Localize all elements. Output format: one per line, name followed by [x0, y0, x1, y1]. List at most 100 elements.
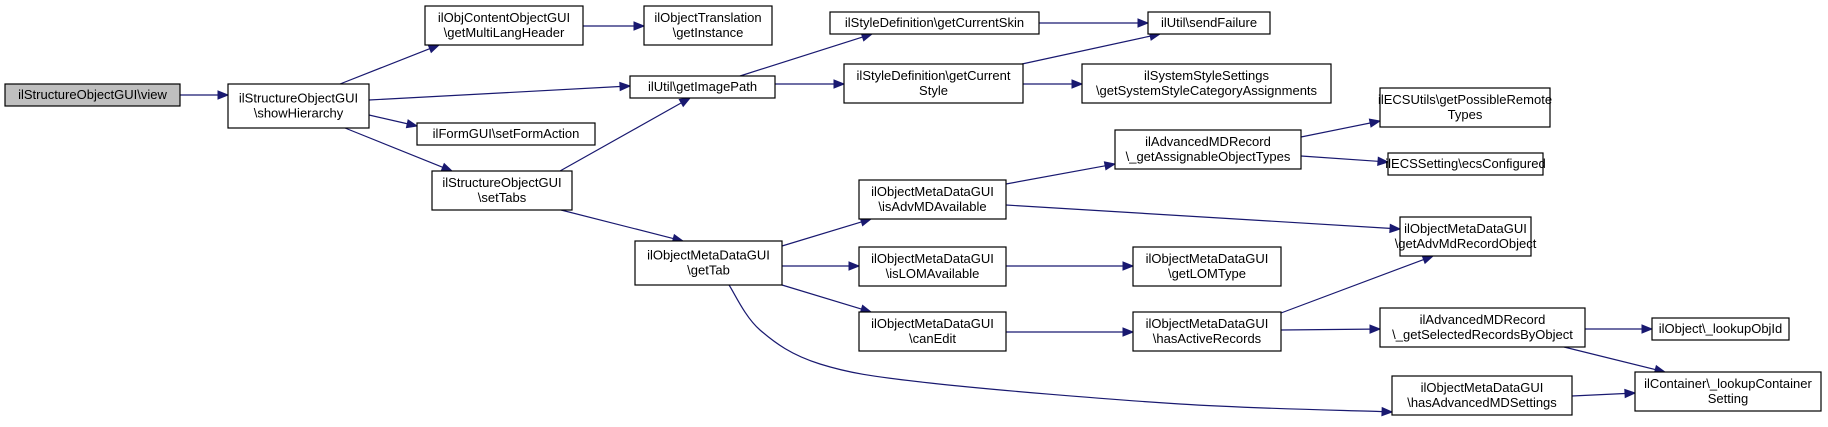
- edge-n24-to-n23: [1571, 388, 1637, 399]
- node-n22[interactable]: ilObject\_lookupObjId: [1651, 317, 1790, 341]
- node-label: \getSystemStyleCategoryAssignments: [1096, 83, 1318, 98]
- node-label: ilStructureObjectGUI: [442, 175, 561, 190]
- node-label: ilContainer\_lookupContainer: [1644, 376, 1812, 391]
- edge-n11-to-n12: [781, 217, 873, 247]
- edge-line: [781, 221, 862, 247]
- arrowhead-icon: [1103, 161, 1117, 171]
- node-box: [1132, 246, 1282, 287]
- edge-n7-to-n6: [1021, 31, 1162, 65]
- node-box: [1081, 63, 1332, 104]
- node-label: ilAdvancedMDRecord: [1420, 312, 1546, 327]
- node-label: ilObjectTranslation: [654, 10, 761, 25]
- arrowhead-icon: [440, 162, 454, 172]
- edge-line: [1005, 165, 1106, 185]
- node-box: [1391, 375, 1573, 416]
- node-label: ilObjectMetaDataGUI: [647, 248, 770, 263]
- edge-n21-to-n22: [1585, 324, 1654, 334]
- node-box: [1379, 307, 1586, 348]
- arrowhead-icon: [619, 81, 632, 92]
- node-label: \setTabs: [478, 190, 527, 205]
- arrowhead-icon: [1389, 223, 1402, 234]
- arrowhead-icon: [848, 261, 861, 271]
- node-box: [858, 311, 1007, 352]
- edge-n1-to-n9: [368, 114, 419, 129]
- node-n3[interactable]: ilObjectTranslation\getInstance: [643, 5, 773, 46]
- node-label: ilStyleDefinition\getCurrentSkin: [845, 15, 1024, 30]
- edge-n1-to-n4: [368, 81, 632, 101]
- edge-n1-to-n10: [344, 127, 454, 172]
- arrowhead-icon: [1368, 118, 1382, 128]
- edge-line: [344, 127, 443, 168]
- node-label: \isLOMAvailable: [886, 266, 980, 281]
- node-label: ilECSUtils\getPossibleRemote: [1378, 92, 1552, 107]
- edge-line: [1280, 258, 1424, 314]
- arrowhead-icon: [1137, 18, 1150, 28]
- edge-n10-to-n11: [560, 209, 685, 243]
- arrowhead-icon: [1381, 406, 1394, 417]
- edge-line: [1280, 328, 1371, 331]
- node-label: ilObjContentObjectGUI: [438, 10, 570, 25]
- edge-line: [368, 85, 621, 101]
- node-box: [858, 179, 1007, 220]
- node-box: [1132, 311, 1282, 352]
- node-n9[interactable]: ilFormGUI\setFormAction: [416, 122, 596, 146]
- node-label: ilObjectMetaDataGUI: [1404, 221, 1527, 236]
- node-label: Setting: [1708, 391, 1748, 406]
- edge-n21-to-n23: [1563, 346, 1667, 375]
- node-n10[interactable]: ilStructureObjectGUI\setTabs: [431, 170, 573, 211]
- node-n13[interactable]: ilAdvancedMDRecord\_getAssignableObjectT…: [1114, 129, 1302, 170]
- node-n6[interactable]: ilUtil\sendFailure: [1147, 11, 1271, 35]
- edge-line: [739, 36, 863, 77]
- node-n20[interactable]: ilObjectMetaDataGUI\hasActiveRecords: [1132, 311, 1282, 352]
- node-label: \showHierarchy: [254, 106, 344, 121]
- edge-n5-to-n6: [1039, 18, 1150, 28]
- node-n11[interactable]: ilObjectMetaDataGUI\getTab: [634, 240, 783, 286]
- node-label: ilObjectMetaDataGUI: [871, 251, 994, 266]
- edge-line: [368, 114, 408, 125]
- node-n17[interactable]: ilObjectMetaDataGUI\isLOMAvailable: [858, 246, 1007, 287]
- node-n4[interactable]: ilUtil\getImagePath: [629, 75, 776, 99]
- edge-line: [1563, 346, 1656, 371]
- node-box: [629, 75, 776, 99]
- node-n18[interactable]: ilObjectMetaDataGUI\getLOMType: [1132, 246, 1282, 287]
- node-n12[interactable]: ilObjectMetaDataGUI\isAdvMDAvailable: [858, 179, 1007, 220]
- node-n21[interactable]: ilAdvancedMDRecord\_getSelectedRecordsBy…: [1379, 307, 1586, 348]
- node-n0[interactable]: ilStructureObjectGUI\view: [4, 83, 181, 107]
- edge-line: [1300, 155, 1379, 162]
- edge-line: [559, 102, 682, 172]
- edge-n20-to-n21: [1280, 324, 1382, 334]
- node-box: [227, 83, 370, 129]
- arrowhead-icon: [1122, 261, 1135, 271]
- edge-line: [339, 48, 430, 85]
- node-n19[interactable]: ilObjectMetaDataGUI\canEdit: [858, 311, 1007, 352]
- arrowhead-icon: [1377, 156, 1390, 167]
- node-label: ilObject\_lookupObjId: [1659, 321, 1783, 336]
- node-label: ilFormGUI\setFormAction: [433, 126, 580, 141]
- edge-n7-to-n8: [1023, 79, 1084, 89]
- arrowhead-icon: [633, 21, 646, 31]
- node-n16[interactable]: ilObjectMetaDataGUI\getAdvMdRecordObject: [1395, 216, 1537, 257]
- node-box: [829, 11, 1040, 35]
- edge-n12-to-n16: [1005, 204, 1402, 234]
- node-label: \canEdit: [909, 331, 956, 346]
- node-label: \getMultiLangHeader: [444, 25, 565, 40]
- node-box: [643, 5, 773, 46]
- arrowhead-icon: [405, 119, 419, 129]
- node-n15[interactable]: ilECSSetting\ecsConfigured: [1385, 152, 1546, 176]
- arrowhead-icon: [1641, 324, 1654, 334]
- node-box: [1147, 11, 1271, 35]
- node-box: [1634, 371, 1822, 412]
- node-label: ilStructureObjectGUI: [239, 91, 358, 106]
- node-label: \getTab: [687, 263, 730, 278]
- node-label: ilStructureObjectGUI\view: [18, 87, 167, 102]
- node-n1[interactable]: ilStructureObjectGUI\showHierarchy: [227, 83, 370, 129]
- arrowhead-icon: [217, 90, 230, 100]
- node-n5[interactable]: ilStyleDefinition\getCurrentSkin: [829, 11, 1040, 35]
- node-n24[interactable]: ilObjectMetaDataGUI\hasAdvancedMDSetting…: [1391, 375, 1573, 416]
- node-n2[interactable]: ilObjContentObjectGUI\getMultiLangHeader: [424, 5, 584, 46]
- node-n8[interactable]: ilSystemStyleSettings\getSystemStyleCate…: [1081, 63, 1332, 104]
